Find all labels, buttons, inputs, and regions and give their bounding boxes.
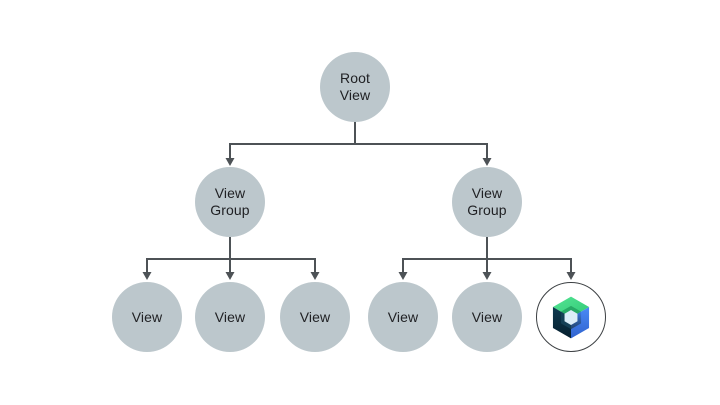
node-view-group-left: View Group [195,167,265,237]
node-view-leaf: View [368,282,438,352]
node-view-group-right: View Group [452,167,522,237]
node-label-line: View [339,87,371,103]
node-view-leaf: View [195,282,265,352]
node-label-line: View [387,308,419,325]
node-label-line: View [214,308,246,325]
arrowhead-icon [225,158,235,166]
jetpack-compose-icon [552,296,590,338]
arrowhead-icon [225,272,235,280]
node-root-view: Root View [320,52,390,122]
node-jetpack-compose [536,282,606,352]
arrowhead-icon [482,158,492,166]
node-view-leaf: View [452,282,522,352]
node-label-line: Group [210,202,250,218]
node-view-leaf: View [280,282,350,352]
node-view-leaf: View [112,282,182,352]
node-label-line: View [214,185,246,201]
node-label-line: View [471,308,503,325]
arrowhead-icon [142,272,152,280]
node-label-line: Root [340,70,370,86]
arrowhead-icon [566,272,576,280]
arrowhead-icon [310,272,320,280]
arrowhead-icon [398,272,408,280]
node-label-line: View [299,308,331,325]
node-label-line: Group [467,202,507,218]
logo-center-hexagon [564,309,578,325]
arrowhead-icon [482,272,492,280]
node-label-line: View [471,185,503,201]
node-label-line: View [131,308,163,325]
